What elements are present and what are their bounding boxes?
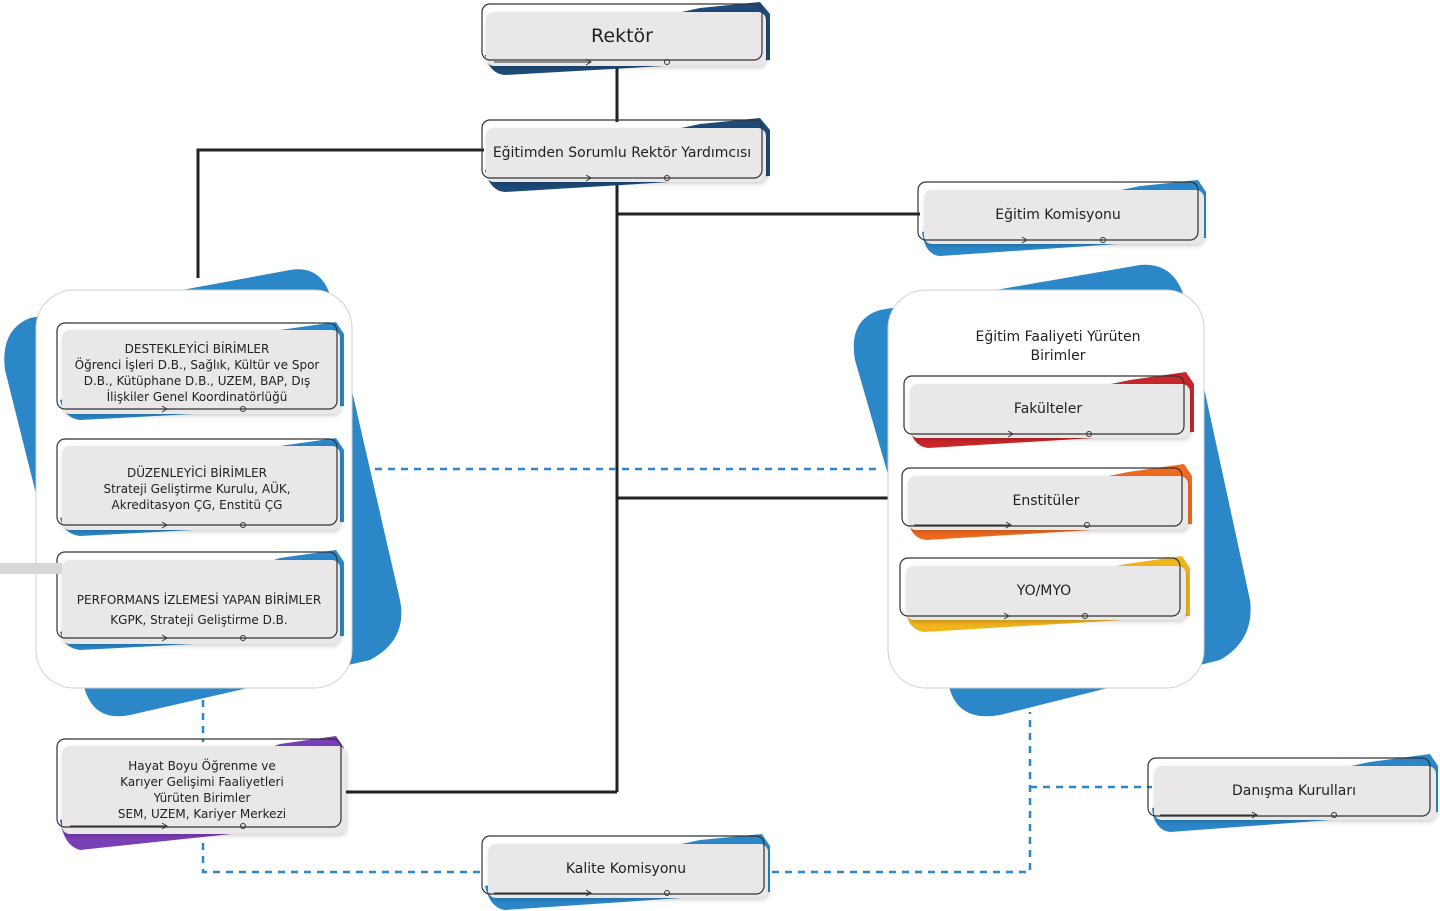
card-egitim-komisyonu-body [924,190,1204,244]
card-destekleyici-outline [56,322,338,410]
hayat-boyu-detail: SEM, UZEM, Kariyer Merkezi [117,807,287,822]
rektor-label: Rektör [482,12,762,62]
card-danisma-outline [1147,757,1431,817]
card-enstituler[interactable] [901,464,1192,540]
egitim-komisyonu-label: Eğitim Komisyonu [918,190,1198,240]
kalite-label: Kalite Komisyonu [484,844,768,894]
danisma-label: Danışma Kurulları [1150,766,1438,816]
hayat-boyu-title: Hayat Boyu Öğrenme ve Karıyer Gelişimi F… [120,758,284,805]
card-kalite-outline [481,835,765,895]
card-yomyo-dot [1082,613,1088,619]
card-fakulteler-arrow-head [1007,430,1014,438]
card-enstituler-arrow-head [1005,521,1012,529]
egitim-faaliyeti-title: Eğitim Faaliyeti Yürüten Birimler [958,326,1158,368]
card-rektor-body [486,12,766,66]
yardimci-label: Eğitimden Sorumlu Rektör Yardımcısı [482,128,762,178]
card-hayat-boyu-arrow-head [161,822,168,830]
card-duzenleyici[interactable] [56,438,344,536]
card-danisma-dot [1331,812,1337,818]
egitim-komisyonu-label-text: Eğitim Komisyonu [995,206,1121,223]
performans-detail: KGPK, Strateji Geliştirme D.B. [110,613,288,627]
hayat-boyu-label: Hayat Boyu Öğrenme ve Karıyer Gelişimi F… [66,754,338,826]
enstituler-label: Enstitüler [902,476,1190,526]
enstituler-label-text: Enstitüler [1012,492,1080,509]
yomyo-label: YO/MYO [900,566,1188,616]
card-danisma-arrow-head [1251,811,1258,819]
yomyo-label-text: YO/MYO [1016,582,1072,599]
dashed-connectors [201,467,1152,874]
card-yomyo-body [906,566,1186,620]
destekleyici-label: DESTEKLEYİCİ BİRİMLER Öğrenci İşleri D.B… [62,338,332,408]
card-egitim-komisyonu[interactable] [917,180,1206,256]
destekleyici-title: DESTEKLEYİCİ BİRİMLER [124,341,270,356]
card-hayat-boyu-outline [56,738,342,828]
card-duzenleyici-outline [56,438,338,526]
card-enstituler-dot [1084,522,1090,528]
card-yomyo-arrow-head [1003,612,1010,620]
card-duzenleyici-arrow-head [161,521,168,529]
card-fakulteler-outline [903,375,1185,435]
card-destekleyici-arrow-head [161,405,168,413]
fakulteler-label-text: Fakülteler [1013,400,1083,417]
card-performans-outline [56,551,338,639]
card-yomyo-outline [899,557,1181,617]
card-fakulteler-dot [1086,431,1092,437]
card-kalite-body [488,844,768,898]
card-yomyo[interactable] [899,556,1190,632]
card-rektor-arrow-head [585,58,592,66]
card-fakulteler[interactable] [903,372,1194,448]
destekleyici-detail: Öğrenci İşleri D.B., Sağlık, Kültür ve S… [74,357,320,405]
card-performans-arrow-head [161,634,168,642]
card-destekleyici-body [62,330,340,414]
duzenleyici-label: DÜZENLEYİCİ BİRİMLER Strateji Geliştirme… [62,460,332,518]
kalite-label-text: Kalite Komisyonu [565,860,687,877]
card-duzenleyici-body [62,446,340,530]
performans-title: PERFORMANS İZLEMESİ YAPAN BİRİMLER [76,592,322,607]
card-yardimci-body [486,128,766,182]
card-kalite-dot [664,890,670,896]
card-hayat-boyu-body [62,746,346,834]
card-enstituler-outline [901,467,1183,527]
card-egitim-komisyonu-dot [1100,237,1106,243]
card-rektor-outline [481,3,763,61]
card-hayat-boyu-dot [240,823,246,829]
card-danisma-body [1154,766,1436,820]
card-rektor-dot [664,59,670,65]
card-enstituler-body [908,476,1188,530]
card-hayat-boyu[interactable] [56,736,346,850]
card-rektor[interactable] [481,2,770,75]
line-yardimci-left-group [196,148,484,278]
danisma-label-text: Danışma Kurulları [1231,782,1357,799]
card-duzenleyici-dot [240,522,246,528]
card-performans-body [62,560,340,644]
rektor-label-text: Rektör [591,25,653,48]
card-fakulteler-body [910,384,1190,438]
dash-kalite-faaliyet [772,712,1032,874]
fakulteler-label: Fakülteler [904,384,1192,434]
dash-hayat-kalite [201,830,484,874]
card-yardimci-outline [481,119,763,179]
yardimci-label-text: Eğitimden Sorumlu Rektör Yardımcısı [492,144,752,161]
card-destekleyici[interactable] [56,322,344,420]
card-yardimci-dot [664,175,670,181]
card-performans-dot [240,635,246,641]
card-egitim-komisyonu-outline [917,181,1199,241]
card-destekleyici-dot [240,406,246,412]
duzenleyici-title: DÜZENLEYİCİ BİRİMLER [126,465,268,480]
left-grey-bar [0,563,62,574]
card-yardimci-arrow-head [585,174,592,182]
card-performans[interactable] [56,550,344,650]
performans-label: PERFORMANS İZLEMESİ YAPAN BİRİMLER KGPK,… [58,584,340,636]
card-kalite-arrow-head [585,889,592,897]
duzenleyici-detail: Strateji Geliştirme Kurulu, AÜK, Akredit… [103,481,291,513]
card-kalite[interactable] [481,834,770,910]
egitim-faaliyeti-title-text: Eğitim Faaliyeti Yürüten Birimler [975,329,1141,364]
card-danisma[interactable] [1147,754,1438,832]
card-egitim-komisyonu-arrow-head [1021,236,1028,244]
solid-connectors [196,68,920,794]
card-yardimci[interactable] [481,118,770,192]
